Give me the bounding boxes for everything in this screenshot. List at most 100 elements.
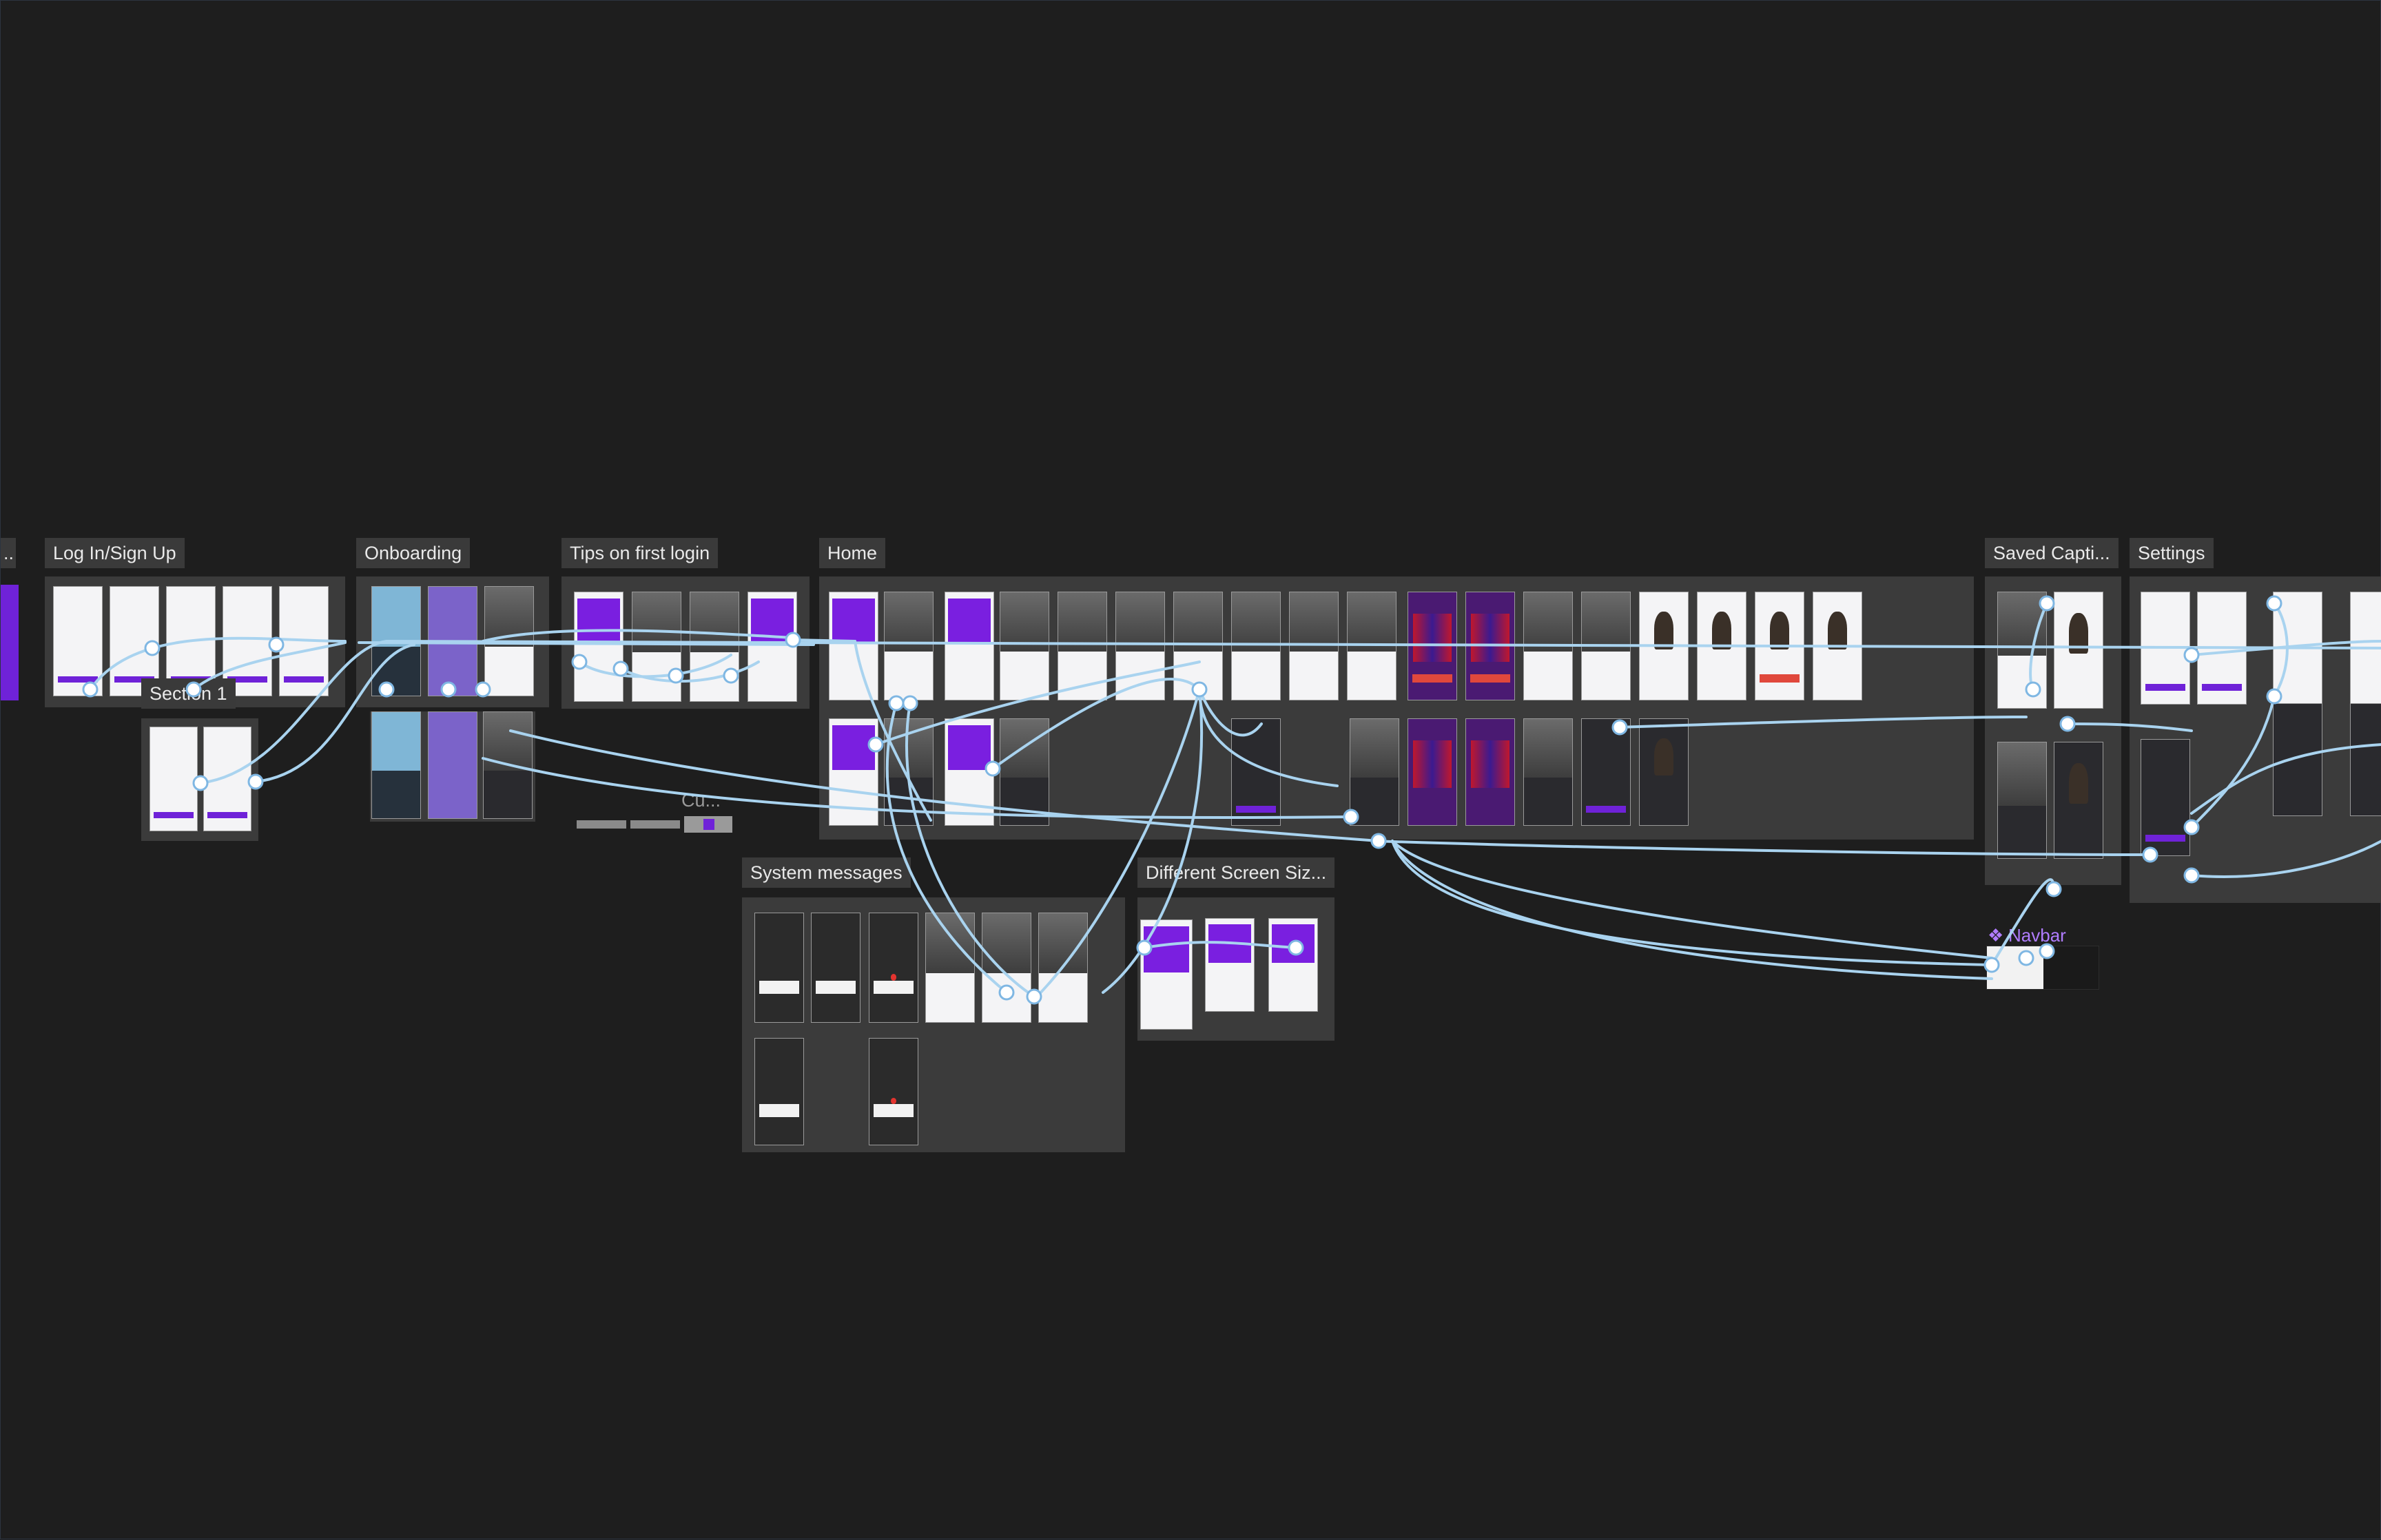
connector-node (185, 681, 202, 698)
section-label-login[interactable]: Log In/Sign Up (45, 538, 185, 568)
connector (1198, 688, 1339, 787)
section-saved[interactable] (1985, 576, 2121, 885)
section-section1[interactable] (141, 718, 258, 841)
component-label-navbar[interactable]: Navbar (2008, 925, 2066, 946)
section1-frame[interactable] (150, 727, 198, 831)
section1-frame[interactable] (203, 727, 251, 831)
section-system[interactable] (742, 897, 1125, 1152)
section-label-settings[interactable]: Settings (2130, 538, 2214, 568)
home-frame[interactable] (1465, 718, 1515, 826)
saved-frame[interactable] (1997, 742, 2047, 859)
connector-node (2266, 595, 2282, 612)
section-label-system[interactable]: System messages (742, 857, 911, 888)
connector (1102, 688, 1204, 994)
connector (1391, 840, 1993, 966)
onboarding-variant-frame[interactable] (483, 711, 533, 819)
onboarding-variant-frame[interactable] (428, 711, 477, 819)
home-frame[interactable] (1523, 718, 1573, 826)
connector-node (2039, 595, 2055, 612)
connector-node (378, 681, 395, 698)
connector-node (2266, 688, 2282, 705)
connector (2190, 695, 2276, 829)
section-label-home[interactable]: Home (819, 538, 886, 568)
connector (1391, 840, 1993, 980)
cu-variant[interactable] (630, 820, 680, 829)
connector-node (888, 695, 905, 711)
connector-node (2045, 881, 2062, 897)
settings-frame[interactable] (2273, 703, 2322, 816)
connector-node (612, 660, 629, 677)
cu-variant[interactable] (577, 820, 626, 829)
connector-node (268, 636, 285, 653)
connector (905, 702, 1035, 998)
connector-node (998, 984, 1015, 1001)
tip-frame[interactable] (574, 592, 623, 702)
system-frame[interactable] (869, 1038, 918, 1145)
onboarding-variant-frame[interactable] (371, 711, 421, 819)
settings-frame[interactable] (2141, 739, 2190, 856)
connector-node (785, 632, 801, 648)
login-frame[interactable] (223, 586, 272, 696)
settings-frame[interactable] (2350, 703, 2381, 816)
connector (2190, 743, 2381, 815)
size-frame[interactable] (1140, 919, 1193, 1030)
home-frame[interactable] (829, 592, 878, 700)
section-label-onboarding[interactable]: Onboarding (356, 538, 471, 568)
connector (1618, 716, 2028, 729)
section-sizes[interactable] (1137, 897, 1334, 1041)
cu-component-row[interactable] (577, 816, 732, 833)
home-frame[interactable] (884, 592, 934, 700)
connector (89, 636, 347, 691)
system-frame[interactable] (982, 913, 1031, 1023)
saved-frame[interactable] (2054, 742, 2103, 859)
connector-node (247, 773, 264, 790)
connector (358, 641, 815, 646)
connector (885, 702, 1008, 994)
connector (854, 640, 932, 822)
home-frame[interactable] (1000, 592, 1049, 700)
home-frame[interactable] (945, 592, 994, 700)
connector (578, 654, 732, 678)
size-frame[interactable] (1268, 918, 1318, 1012)
login-frame[interactable] (110, 586, 159, 696)
connector (1391, 840, 1993, 959)
system-frame[interactable] (811, 913, 860, 1023)
system-frame[interactable] (754, 1038, 804, 1145)
section-label-saved[interactable]: Saved Capti... (1985, 538, 2119, 568)
home-frame[interactable] (1581, 718, 1631, 826)
connector (2190, 640, 2381, 656)
connector (1370, 840, 2152, 856)
connector-node (571, 654, 588, 670)
home-frame[interactable] (1639, 718, 1689, 826)
connector-node (2142, 846, 2158, 863)
connector (991, 677, 1201, 770)
connector-node (1343, 809, 1359, 825)
home-frame[interactable] (1347, 592, 1396, 700)
login-frame[interactable] (53, 586, 103, 696)
connector-node (1983, 957, 2000, 973)
connector-node (867, 736, 884, 753)
connector (2273, 602, 2289, 698)
home-frame[interactable] (1408, 718, 1457, 826)
home-frame[interactable] (1350, 718, 1399, 826)
connector (482, 629, 794, 643)
connector (482, 757, 1352, 820)
home-frame[interactable] (1289, 592, 1339, 700)
purple-frame-edge[interactable] (1, 585, 19, 700)
cu-variant-selected[interactable] (684, 816, 732, 833)
section-onboarding-variants[interactable] (370, 711, 535, 822)
home-frame[interactable] (1231, 592, 1281, 700)
section-label-tips[interactable]: Tips on first login (561, 538, 719, 568)
connector-node (1136, 939, 1153, 956)
system-frame[interactable] (869, 913, 918, 1023)
system-frame[interactable] (925, 913, 975, 1023)
section-label-truncated[interactable]: .. (1, 538, 16, 568)
connector-node (192, 775, 209, 791)
connector-node (82, 681, 99, 698)
connector-node (440, 681, 457, 698)
system-frame[interactable] (754, 913, 804, 1023)
home-frame[interactable] (1115, 592, 1165, 700)
section-label-sizes[interactable]: Different Screen Siz... (1137, 857, 1335, 888)
